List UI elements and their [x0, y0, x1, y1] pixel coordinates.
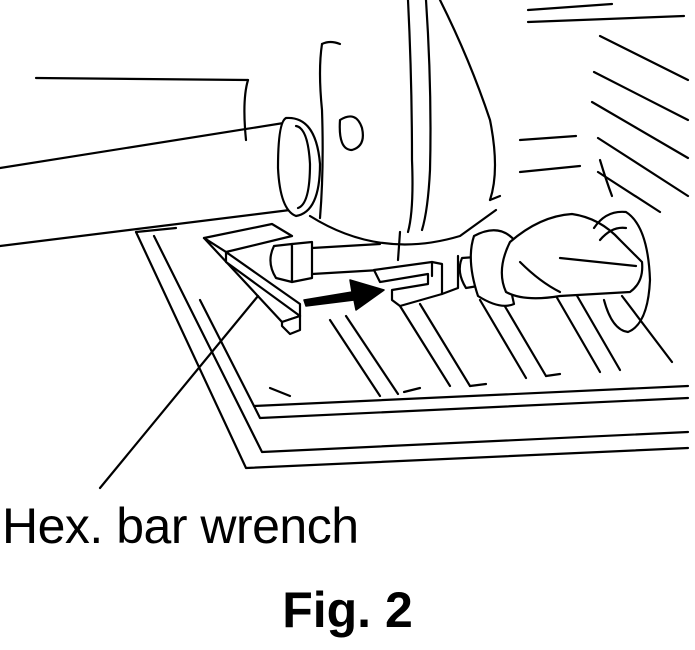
tube-arm — [0, 76, 322, 248]
shaft-lock-pin — [269, 240, 382, 284]
lock-lever — [458, 212, 644, 307]
base-plate — [134, 226, 690, 470]
hex-bar-wrench — [202, 222, 302, 336]
motor-housing — [308, 0, 502, 262]
flange-bracket — [372, 254, 460, 308]
callout-leader-line — [98, 294, 260, 490]
background-hatch-lines — [518, 2, 690, 214]
direction-arrow — [303, 279, 385, 311]
figure-caption: Fig. 2 — [282, 582, 413, 638]
hex-bar-wrench-label: Hex. bar wrench — [2, 498, 359, 554]
guard-disc — [592, 210, 652, 334]
